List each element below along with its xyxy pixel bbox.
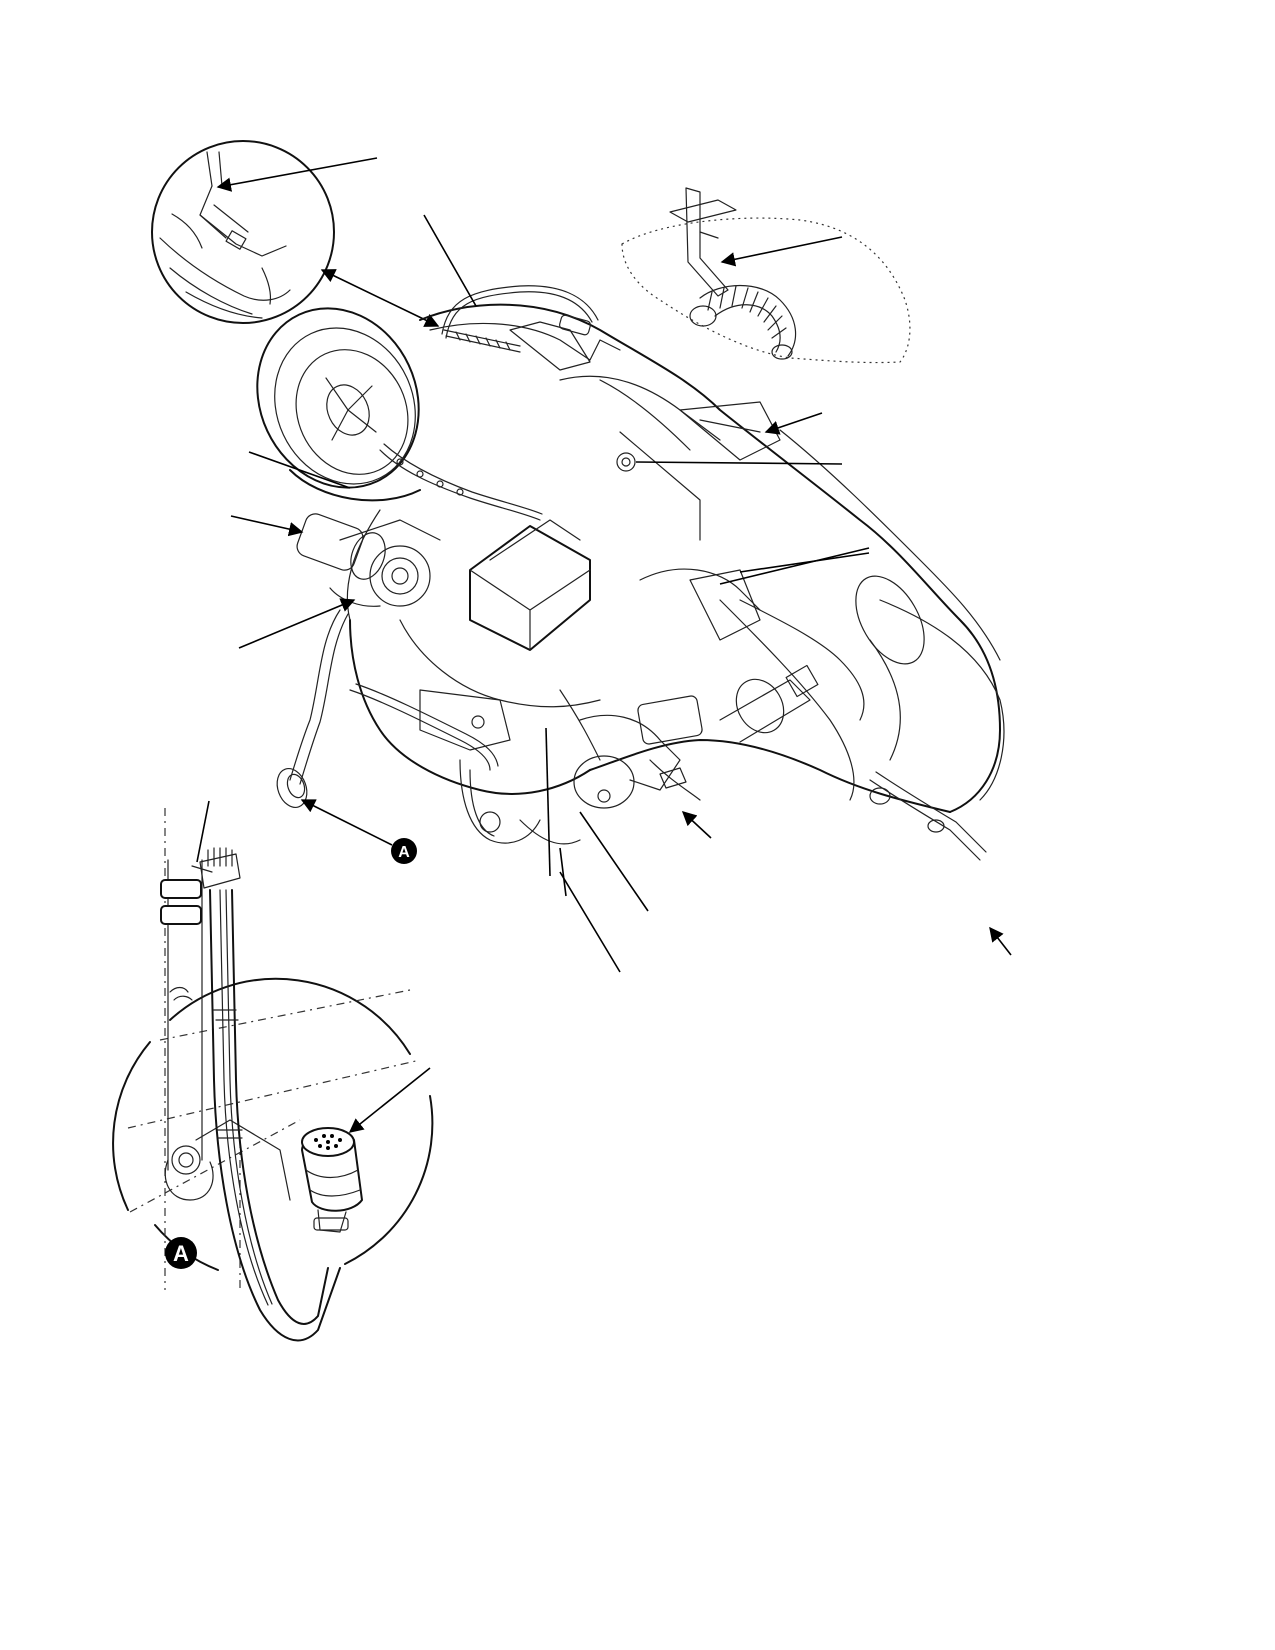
- air-duct-detail-view: [621, 187, 911, 364]
- leader-line: [196, 800, 210, 863]
- detail-reference-arrow: [300, 799, 393, 846]
- leader-line: [720, 236, 843, 267]
- svg-text:A: A: [173, 1241, 189, 1266]
- leader-line: [216, 157, 378, 192]
- engine-assembly: [256, 285, 1005, 861]
- clamp-detail-view: [151, 140, 335, 324]
- detail-callout-badge: A: [391, 838, 417, 864]
- leader-line: [348, 1067, 431, 1133]
- leader-lines: [230, 214, 1012, 973]
- detail-callout-badge: A: [165, 1237, 197, 1269]
- connector-detail-view-a: [112, 808, 434, 1342]
- svg-text:A: A: [398, 844, 410, 861]
- detail-reference-arrow: [320, 269, 440, 327]
